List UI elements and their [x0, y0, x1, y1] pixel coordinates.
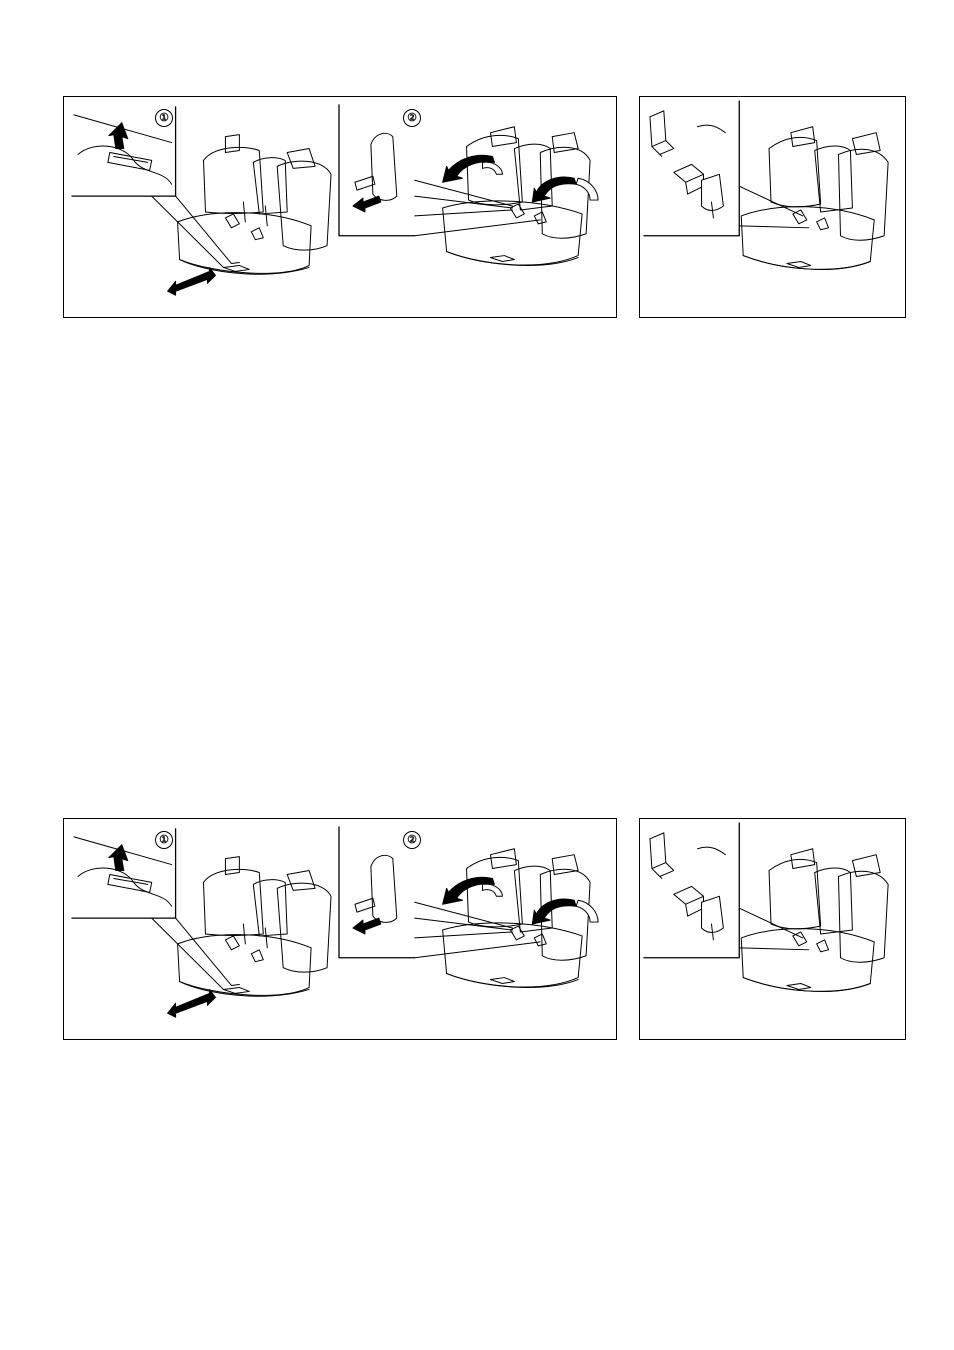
floor-box-detail [650, 111, 725, 218]
pull-up-arrow-icon [109, 845, 128, 871]
rear-seat-storage-illustration [741, 849, 888, 992]
slide-arrow-icon [168, 989, 216, 1017]
fold-right-arrow-icon [532, 177, 576, 202]
floor-box-detail [650, 833, 725, 940]
pull-strap-arrow-icon [353, 196, 381, 212]
rear-seat-storage-illustration [741, 127, 888, 270]
step-1-callout: ① [155, 831, 173, 849]
slide-arrow-icon [168, 267, 216, 295]
seat-storage-illustration [640, 97, 905, 317]
seat-folding-illustration [64, 819, 616, 1039]
pull-up-arrow-icon [109, 123, 128, 149]
seatback-strap-detail [355, 133, 397, 200]
fold-left-arrow-icon [443, 877, 495, 904]
step-2-callout: ② [403, 831, 421, 849]
seat-storage-diagram-2 [639, 818, 906, 1040]
rear-seat-illustration [178, 135, 331, 275]
step-1-callout: ① [155, 109, 173, 127]
rear-seat-fold-illustration [443, 127, 590, 266]
fold-right-arrow-icon [532, 899, 576, 924]
rear-seat-illustration [178, 857, 331, 997]
seatback-strap-detail [355, 855, 397, 922]
fold-left-arrow-icon [443, 155, 495, 182]
seat-folding-illustration [64, 97, 616, 317]
seat-storage-illustration [640, 819, 905, 1039]
seat-folding-diagram-1: ① ② [63, 96, 617, 318]
seat-storage-diagram-1 [639, 96, 906, 318]
pull-strap-arrow-icon [353, 918, 381, 934]
rear-seat-fold-illustration [443, 849, 590, 988]
step-2-callout: ② [403, 109, 421, 127]
seat-folding-diagram-2: ① ② [63, 818, 617, 1040]
